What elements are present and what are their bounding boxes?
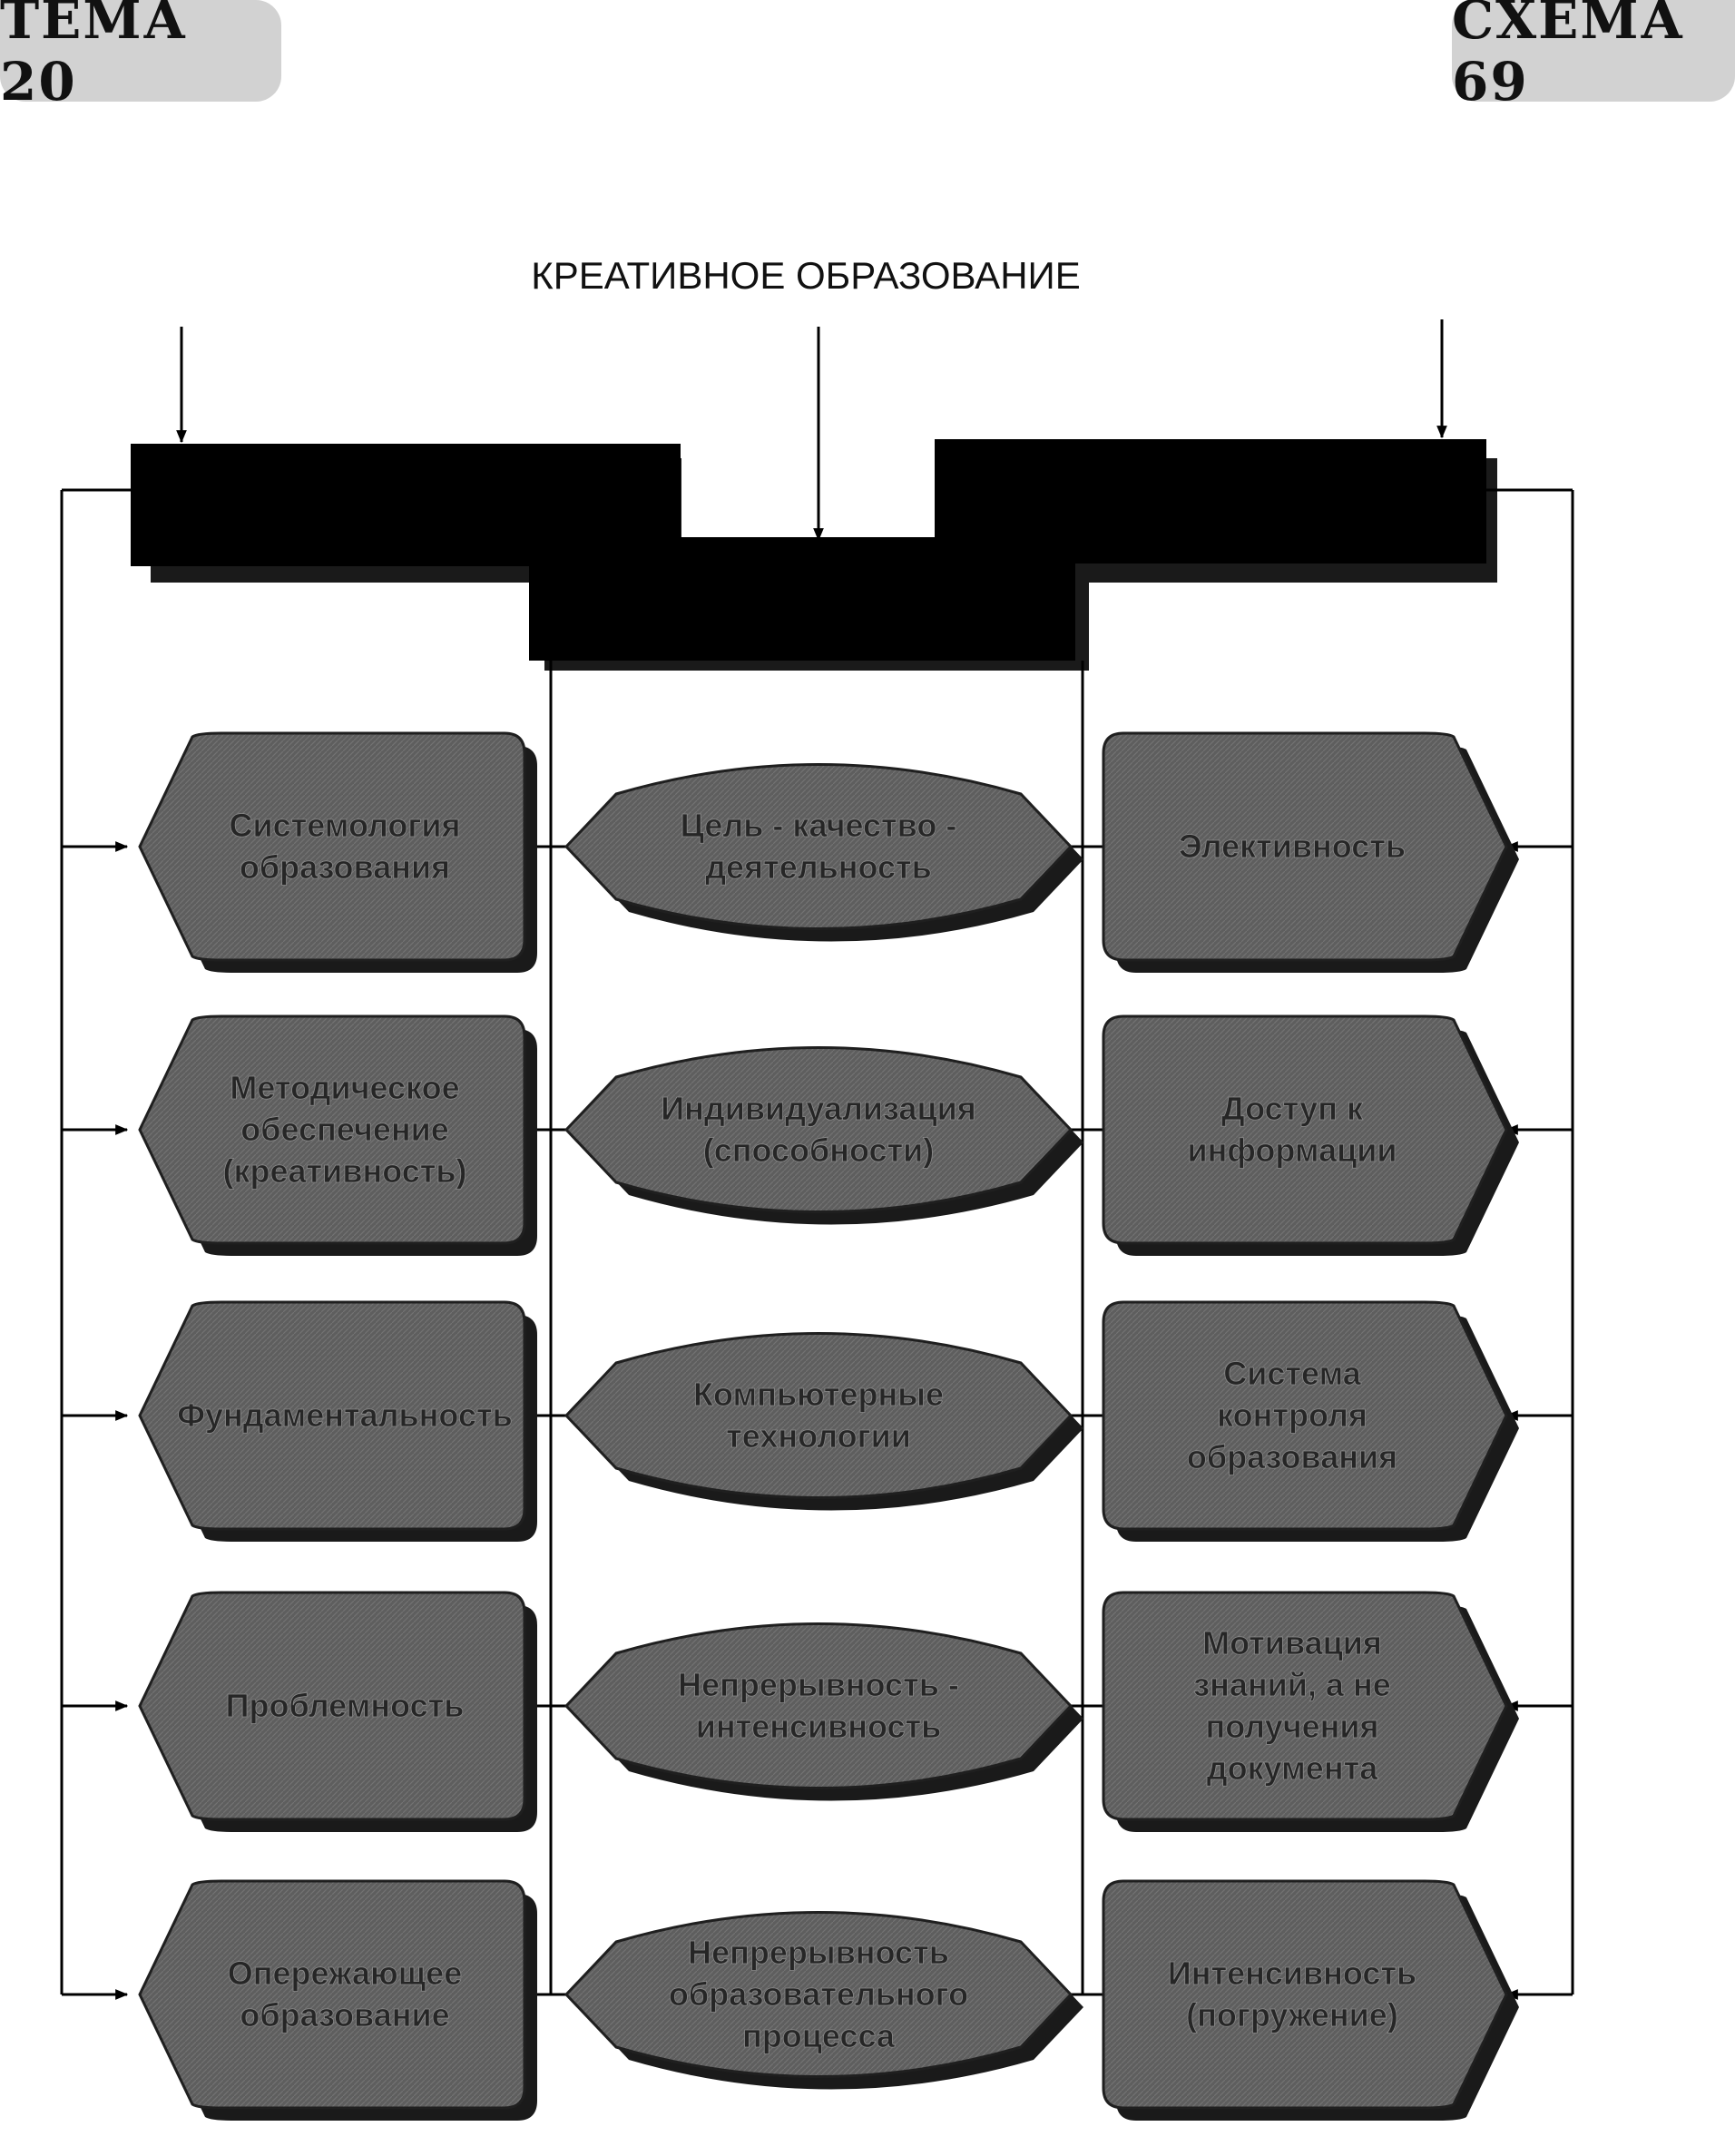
node-label: Интенсивность bbox=[1168, 1955, 1416, 1992]
node-shape bbox=[1102, 1591, 1508, 1821]
node-label: Компьютерные bbox=[693, 1376, 944, 1413]
node-label: образование bbox=[240, 1996, 449, 2034]
node-label: контроля bbox=[1217, 1396, 1367, 1434]
left-node: Фундаментальность bbox=[138, 1300, 537, 1542]
node-shape bbox=[138, 1591, 526, 1821]
right-node: Доступ к информации bbox=[1102, 1014, 1519, 1256]
node-label: (креативность) bbox=[223, 1152, 467, 1190]
node-label: Индивидуализация bbox=[661, 1090, 975, 1127]
node-label: Системология bbox=[229, 807, 460, 844]
node-label: получения bbox=[1205, 1708, 1378, 1745]
diagram-title: КРЕАТИВНОЕ ОБРАЗОВАНИЕ bbox=[531, 254, 1080, 297]
topic-badge-label: ТЕМА 20 bbox=[0, 0, 188, 113]
right-node: Элективность bbox=[1102, 731, 1519, 973]
node-shape bbox=[564, 763, 1073, 930]
node-shape bbox=[1102, 731, 1508, 962]
node-label: знаний, а не bbox=[1193, 1666, 1390, 1703]
right-node: Система контроля образования bbox=[1102, 1300, 1519, 1542]
node-label: Непрерывность - bbox=[678, 1666, 959, 1703]
node-shape bbox=[564, 1911, 1073, 2078]
node-shape bbox=[138, 731, 526, 962]
node-shape bbox=[138, 1300, 526, 1531]
node-label: деятельность bbox=[705, 848, 932, 886]
title-bar-blocks bbox=[131, 439, 1486, 661]
left-node: Методическое обеспечение (креативность) bbox=[138, 1014, 537, 1256]
node-label: интенсивность bbox=[696, 1708, 942, 1745]
middle-node: Цель - качество - деятельность bbox=[564, 763, 1083, 942]
title-bar bbox=[131, 439, 1497, 671]
node-label: обеспечение bbox=[240, 1111, 448, 1148]
node-label: образования bbox=[240, 848, 450, 886]
node-shape bbox=[1102, 1879, 1508, 2110]
middle-node: Компьютерные технологии bbox=[564, 1332, 1083, 1511]
node-label: (способности) bbox=[703, 1132, 935, 1169]
node-label: Методическое bbox=[230, 1069, 459, 1106]
node-label: Непрерывность bbox=[688, 1934, 949, 1971]
node-label: Опережающее bbox=[228, 1955, 462, 1992]
node-label: Фундаментальность bbox=[177, 1396, 512, 1434]
right-node: Интенсивность (погружение) bbox=[1102, 1879, 1519, 2121]
node-label: Мотивация bbox=[1202, 1624, 1382, 1661]
node-label: технологии bbox=[726, 1417, 911, 1455]
node-label: процесса bbox=[742, 2017, 896, 2054]
topic-badge: ТЕМА 20 bbox=[0, 0, 281, 113]
node-shape bbox=[138, 1879, 526, 2110]
connector-lines bbox=[60, 319, 1574, 2000]
node-shape bbox=[564, 1332, 1073, 1499]
node-label: образовательного bbox=[669, 1975, 968, 2013]
scheme-badge: СХЕМА 69 bbox=[1452, 0, 1735, 113]
node-shape bbox=[1102, 1300, 1508, 1531]
middle-node: Непрерывность - интенсивность bbox=[564, 1622, 1083, 1801]
node-label: Элективность bbox=[1179, 828, 1406, 865]
left-node: Системология образования bbox=[138, 731, 537, 973]
node-label: Проблемность bbox=[226, 1687, 465, 1724]
node-label: (погружение) bbox=[1186, 1996, 1398, 2034]
node-label: Цель - качество - bbox=[681, 807, 957, 844]
right-node: Мотивация знаний, а не получения документа bbox=[1102, 1591, 1519, 1832]
node-shape bbox=[1102, 1014, 1508, 1245]
node-label: информации bbox=[1188, 1132, 1397, 1169]
diagram-nodes: СистемологияобразованияМетодическоеобесп… bbox=[138, 731, 1519, 2121]
node-shape bbox=[564, 1622, 1073, 1789]
node-label: Доступ к bbox=[1221, 1090, 1364, 1127]
node-label: образования bbox=[1187, 1438, 1397, 1475]
middle-node: Индивидуализация (способности) bbox=[564, 1046, 1083, 1225]
left-node: Проблемность bbox=[138, 1591, 537, 1832]
node-shape bbox=[138, 1014, 526, 1245]
node-shape bbox=[564, 1046, 1073, 1213]
node-label: документа bbox=[1207, 1749, 1378, 1787]
node-label: Система bbox=[1223, 1355, 1361, 1392]
middle-node: Непрерывность образовательного процесса bbox=[564, 1911, 1083, 2090]
left-node: Опережающее образование bbox=[138, 1879, 537, 2121]
scheme-badge-label: СХЕМА 69 bbox=[1452, 0, 1685, 113]
